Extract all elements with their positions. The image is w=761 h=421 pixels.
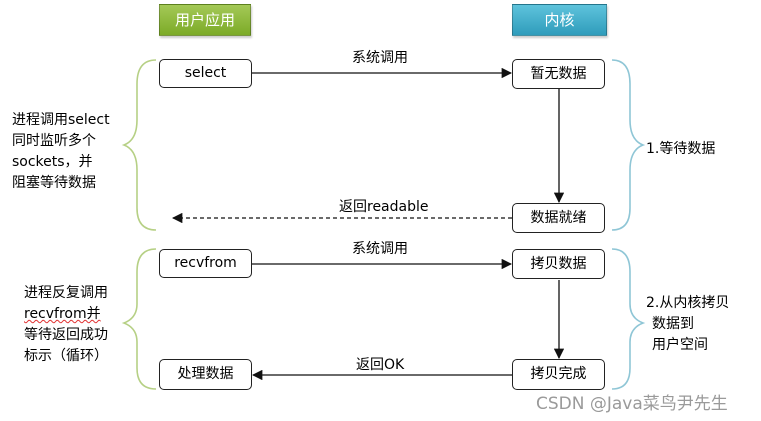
- data-ready-box: 数据就绪: [512, 203, 605, 233]
- select-box: select: [159, 59, 252, 88]
- left-note-1-line: 进程调用select: [12, 112, 110, 128]
- left-note-2: 进程反复调用 recvfrom并 等待返回成功 标示（循环）: [24, 283, 108, 367]
- copy-done-box: 拷贝完成: [512, 359, 605, 390]
- right-note-1: 1.等待数据: [646, 141, 716, 157]
- syscall-label-2: 系统调用: [352, 241, 408, 257]
- right-note-2-line: 2.从内核拷贝: [646, 295, 730, 311]
- left-note-1-line: 同时监听多个: [12, 133, 96, 149]
- left-note-1: 进程调用select 同时监听多个 sockets，并 阻塞等待数据: [12, 110, 110, 194]
- left-note-1-line: 阻塞等待数据: [12, 175, 96, 191]
- left-note-2-line: 标示（循环）: [24, 348, 108, 364]
- recvfrom-box: recvfrom: [159, 249, 252, 278]
- no-data-box: 暂无数据: [512, 59, 605, 89]
- kernel-header: 内核: [512, 4, 607, 36]
- right-note-2: 2.从内核拷贝 数据到 用户空间: [646, 293, 729, 356]
- right-note-2-line: 用户空间: [652, 337, 708, 353]
- process-data-box: 处理数据: [159, 359, 252, 390]
- left-note-2-line: 等待返回成功: [24, 327, 108, 343]
- left-note-2-line: recvfrom并: [24, 306, 101, 322]
- user-app-header: 用户应用: [159, 4, 251, 36]
- left-brace-1: [121, 59, 157, 231]
- return-readable-label: 返回readable: [339, 199, 429, 215]
- left-brace-2: [121, 248, 157, 390]
- right-brace-1: [611, 59, 646, 231]
- right-note-2-line: 数据到: [652, 316, 694, 332]
- syscall-label-1: 系统调用: [352, 50, 408, 66]
- copy-data-box: 拷贝数据: [512, 249, 605, 279]
- right-brace-2: [611, 248, 646, 390]
- return-ok-label: 返回OK: [356, 357, 405, 373]
- left-note-2-line: 进程反复调用: [24, 285, 108, 301]
- left-note-1-line: sockets，并: [12, 154, 93, 170]
- watermark: CSDN @Java菜鸟尹先生: [536, 394, 728, 414]
